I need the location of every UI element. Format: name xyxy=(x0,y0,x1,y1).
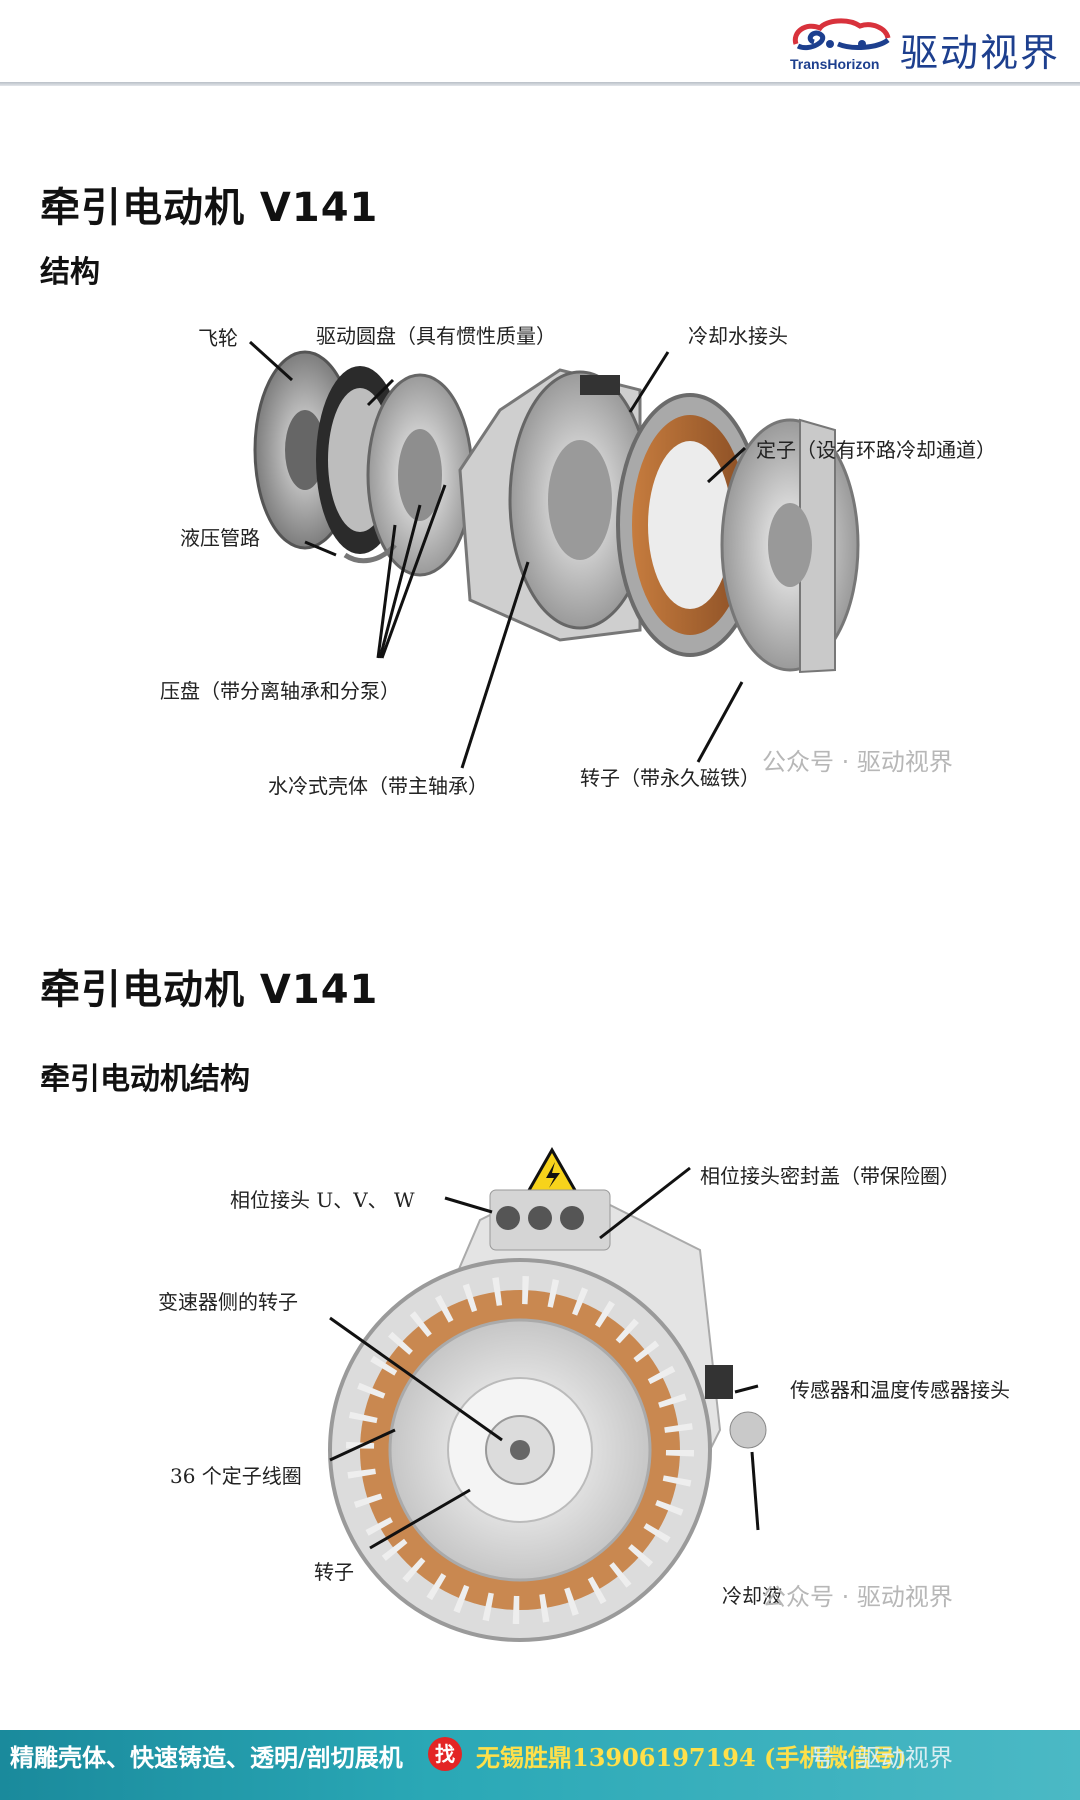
exploded-motor-illustration xyxy=(248,340,860,769)
label-rotor-magnets: 转子（带永久磁铁） xyxy=(580,766,760,790)
warning-icon xyxy=(525,1146,579,1194)
section2-subtitle: 牵引电动机结构 xyxy=(40,1062,250,1097)
watermark-2: 公众号 · 驱动视界 xyxy=(762,1583,953,1611)
watermark-1: 公众号 · 驱动视界 xyxy=(762,748,953,776)
logo-icon xyxy=(792,18,891,50)
section1-title: 牵引电动机 V141 xyxy=(40,185,379,231)
label-drive-disc: 驱动圆盘（具有惯性质量） xyxy=(316,324,556,348)
section1-subtitle: 结构 xyxy=(40,255,100,290)
label-sensor-connector: 传感器和温度传感器接头 xyxy=(790,1378,1010,1402)
footer-find-badge: 找 xyxy=(428,1737,462,1771)
footer-watermark: 号 · 驱动视界 xyxy=(810,1744,953,1772)
label-housing: 水冷式壳体（带主轴承） xyxy=(268,774,488,798)
label-coolant: 冷却液 xyxy=(722,1584,782,1608)
footer-contact-text: 无锡胜鼎13906197194 (手机微信号) xyxy=(476,1743,907,1772)
label-phase-connectors: 相位接头 U、V、 W xyxy=(230,1188,415,1212)
logo-subtitle: TransHorizon xyxy=(790,56,880,72)
label-pressure-plate: 压盘（带分离轴承和分泵） xyxy=(160,679,400,703)
footer-banner xyxy=(0,1730,1080,1800)
motor-structure-illustration xyxy=(328,1146,767,1642)
label-flywheel: 飞轮 xyxy=(198,326,238,350)
label-hydraulic-line: 液压管路 xyxy=(180,526,260,550)
label-stator: 定子（设有环路冷却通道） xyxy=(756,438,996,462)
header-bar xyxy=(0,0,1080,84)
header-divider xyxy=(0,82,1080,86)
label-gearbox-rotor: 变速器侧的转子 xyxy=(158,1290,298,1314)
footer-services-text: 精雕壳体、快速铸造、透明/剖切展机 xyxy=(10,1743,403,1772)
section2-title: 牵引电动机 V141 xyxy=(40,967,379,1013)
label-phase-cover: 相位接头密封盖（带保险圈） xyxy=(700,1164,960,1188)
label-stator-coils: 36 个定子线圈 xyxy=(170,1464,302,1488)
label-rotor: 转子 xyxy=(314,1560,354,1584)
logo-text: 驱动视界 xyxy=(900,31,1061,75)
label-coolant-connector: 冷却水接头 xyxy=(688,324,788,348)
